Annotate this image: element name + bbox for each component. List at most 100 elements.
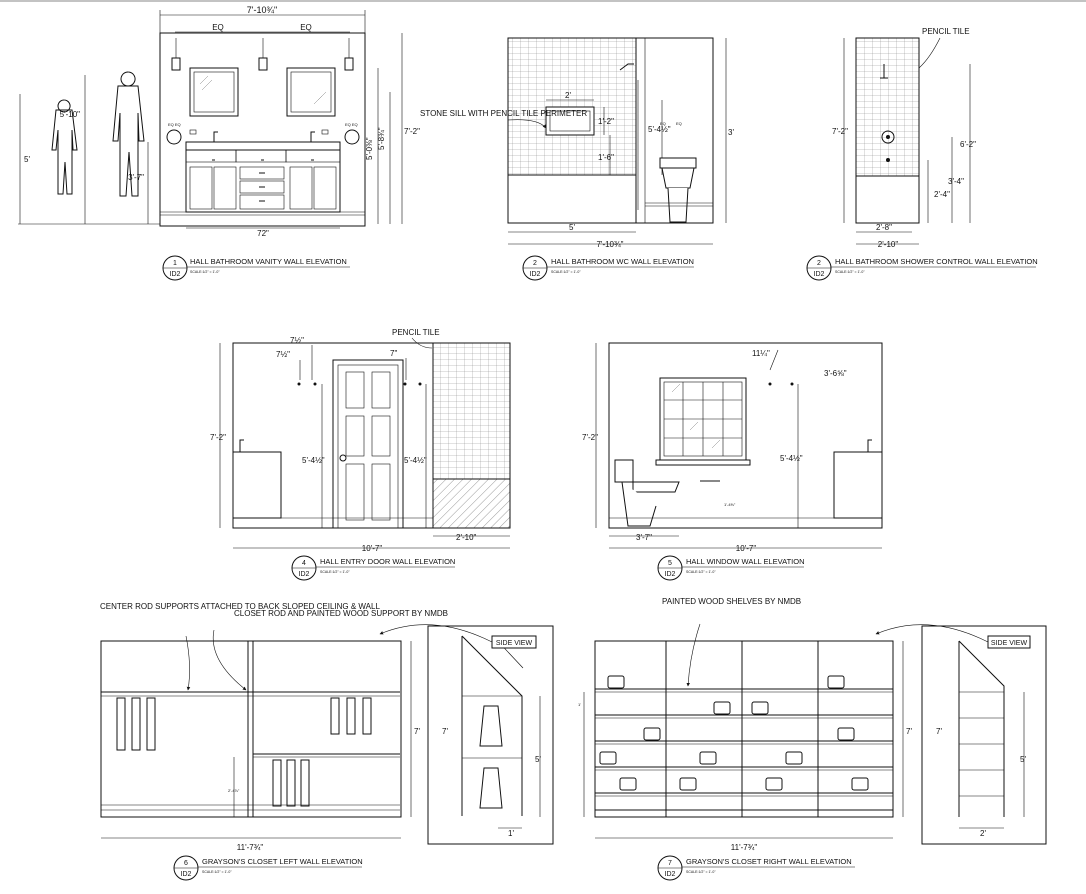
closet-right-side-label: SIDE VIEW xyxy=(991,640,1028,647)
entry-dim-c: 7" xyxy=(390,349,397,358)
shower-title-block: 2 ID2 HALL BATHROOM SHOWER CONTROL WALL … xyxy=(806,255,1038,281)
closet-left-scale: SCALE:1/2" = 1'-0" xyxy=(202,870,232,874)
closet-right-note: PAINTED WOOD SHELVES BY NMDB xyxy=(662,597,801,606)
closet-left-number: 6 xyxy=(184,860,188,867)
wc-number: 2 xyxy=(533,260,537,267)
closet-left-side-label: SIDE VIEW xyxy=(496,640,533,647)
entry-overall-width: 10'-7" xyxy=(362,544,383,553)
vanity-side xyxy=(232,451,282,519)
closet-right-scale: SCALE:1/2" = 1'-0" xyxy=(686,870,716,874)
closet-left-title: GRAYSON'S CLOSET LEFT WALL ELEVATION xyxy=(202,857,363,866)
window-elevation: 1'-4⅝" 5'-4½" 11¼" 3'-6⅝" 7'-2" 3'-7" 10… xyxy=(582,342,883,553)
vanity-sheet: ID2 xyxy=(170,271,181,278)
window-scale: SCALE:1/2" = 1'-0" xyxy=(686,570,716,574)
closet-left-overall-width: 11'-7¾" xyxy=(237,843,264,852)
shower-spout-height: 2'-4" xyxy=(934,190,950,199)
closet-right-title: GRAYSON'S CLOSET RIGHT WALL ELEVATION xyxy=(686,857,852,866)
closet-left-note-b: CLOSET ROD AND PAINTED WOOD SUPPORT BY N… xyxy=(234,609,448,618)
vanity-mirror-center: 5'-0⅜" xyxy=(365,137,374,160)
closet-right-side-inner: 5' xyxy=(1020,755,1026,764)
human-figure-icon xyxy=(51,71,145,197)
window-overall-width: 10'-7" xyxy=(736,544,757,553)
closet-right-side-view xyxy=(921,625,1047,845)
entry-wall-height: 7'-2" xyxy=(210,433,226,442)
shower-control-elevation: PENCIL TILE 7'-2" 6'-2" 3'-4" 2'-4" 2'-8… xyxy=(832,27,976,249)
vanity-side xyxy=(833,451,883,519)
closet-right-overall-width: 11'-7¾" xyxy=(731,843,758,852)
closet-right-title-block: 7 ID2 GRAYSON'S CLOSET RIGHT WALL ELEVAT… xyxy=(657,855,855,881)
shower-outer-width: 2'-10" xyxy=(878,240,899,249)
closet-right-number: 7 xyxy=(668,860,672,867)
entry-scale: SCALE:1/2" = 1'-0" xyxy=(320,570,350,574)
window-hook-height: 5'-4½" xyxy=(780,454,803,463)
window-sheet: ID2 xyxy=(665,571,676,578)
window-number: 5 xyxy=(668,560,672,567)
vanity-scale: SCALE:1/2" = 1'-0" xyxy=(190,270,220,274)
shower-head-height: 6'-2" xyxy=(960,140,976,149)
wc-scale: SCALE:1/2" = 1'-0" xyxy=(551,270,581,274)
closet-left-note-a: CENTER ROD SUPPORTS ATTACHED TO BACK SLO… xyxy=(100,602,380,611)
tub-spout-icon xyxy=(886,158,890,162)
closet-right-sheet: ID2 xyxy=(665,871,676,878)
shower-title: HALL BATHROOM SHOWER CONTROL WALL ELEVAT… xyxy=(835,257,1038,266)
window-title-block: 5 ID2 HALL WINDOW WALL ELEVATION SCALE:1… xyxy=(657,555,805,581)
vanity-cabinet-width: 72" xyxy=(257,229,269,238)
entry-dim-a: 7½" xyxy=(290,336,304,345)
entry-hook-left: 5'-4½" xyxy=(302,456,325,465)
closet-left-side-height: 7' xyxy=(442,727,448,736)
closet-right-side-depth: 2' xyxy=(980,829,986,838)
wc-grab-height: 5'-4½" xyxy=(648,125,671,134)
window-dim-b: 3'-6⅝" xyxy=(824,369,847,378)
vanity-person-tall: 5'-10" xyxy=(60,110,81,119)
window-title: HALL WINDOW WALL ELEVATION xyxy=(686,557,805,566)
wc-title-block: 2 ID2 HALL BATHROOM WC WALL ELEVATION SC… xyxy=(522,255,694,281)
vanity-wall xyxy=(159,32,366,227)
mirror-right xyxy=(286,67,336,117)
window-tp-height: 1'-4⅝" xyxy=(724,502,736,507)
closet-left-title-block: 6 ID2 GRAYSON'S CLOSET LEFT WALL ELEVATI… xyxy=(173,855,363,881)
shower-head-icon xyxy=(880,64,888,79)
svg-text:EQ EQ: EQ EQ xyxy=(345,122,358,127)
entry-title: HALL ENTRY DOOR WALL ELEVATION xyxy=(320,557,455,566)
jacket-icon xyxy=(479,705,503,809)
vanity-counter xyxy=(185,141,341,151)
window-toilet-offset: 3'-7" xyxy=(636,533,652,542)
wc-niche-width: 2' xyxy=(565,91,571,100)
entry-elevation: 5'-4½" 5'-4½" 7½" 7½" 7" PENCIL TILE 7'-… xyxy=(210,328,511,553)
closet-left-side-view xyxy=(427,625,554,845)
vanity-eq-right: EQ xyxy=(300,23,312,32)
vanity-eq-left: EQ xyxy=(212,23,224,32)
wc-note: STONE SILL WITH PENCIL TILE PERIMETER xyxy=(420,109,587,118)
wc-sheet: ID2 xyxy=(530,271,541,278)
shower-niche xyxy=(545,106,595,136)
wc-title: HALL BATHROOM WC WALL ELEVATION xyxy=(551,257,694,266)
closet-left-sheet: ID2 xyxy=(181,871,192,878)
closet-right-shelf-spacing: 1' xyxy=(578,702,581,707)
svg-text:EQ: EQ xyxy=(660,121,666,126)
entry-tile-width: 2'-10" xyxy=(456,533,477,542)
shower-inner-width: 2'-8" xyxy=(876,223,892,232)
entry-dim-b: 7½" xyxy=(276,350,290,359)
closet-right-height: 7' xyxy=(906,727,912,736)
shower-head-icon xyxy=(619,63,634,71)
wc-niche-height: 1'-2" xyxy=(598,117,614,126)
door-knob-icon xyxy=(339,454,347,462)
vanity-number: 1 xyxy=(173,260,177,267)
vanity-title-block: 1 ID2 HALL BATHROOM VANITY WALL ELEVATIO… xyxy=(162,255,350,281)
vanity-wall-height: 7'-2" xyxy=(404,127,420,136)
shower-sheet: ID2 xyxy=(814,271,825,278)
vanity-overall-width: 7'-10¾" xyxy=(247,5,277,15)
vanity-elevation: 7'-10¾" EQ EQ EQ EQ EQ EQ xyxy=(18,5,420,238)
window-wall-height: 7'-2" xyxy=(582,433,598,442)
vanity-counter-height: 3'-7" xyxy=(128,173,144,182)
shower-scale: SCALE:1/2" = 1'-0" xyxy=(835,270,865,274)
closet-left-height: 7' xyxy=(414,727,420,736)
svg-text:EQ: EQ xyxy=(676,121,682,126)
vanity-person-height: 5' xyxy=(24,155,30,164)
shower-note: PENCIL TILE xyxy=(922,27,970,36)
svg-text:EQ EQ: EQ EQ xyxy=(168,122,181,127)
shower-number: 2 xyxy=(817,260,821,267)
towel-ring-icon xyxy=(166,129,182,145)
